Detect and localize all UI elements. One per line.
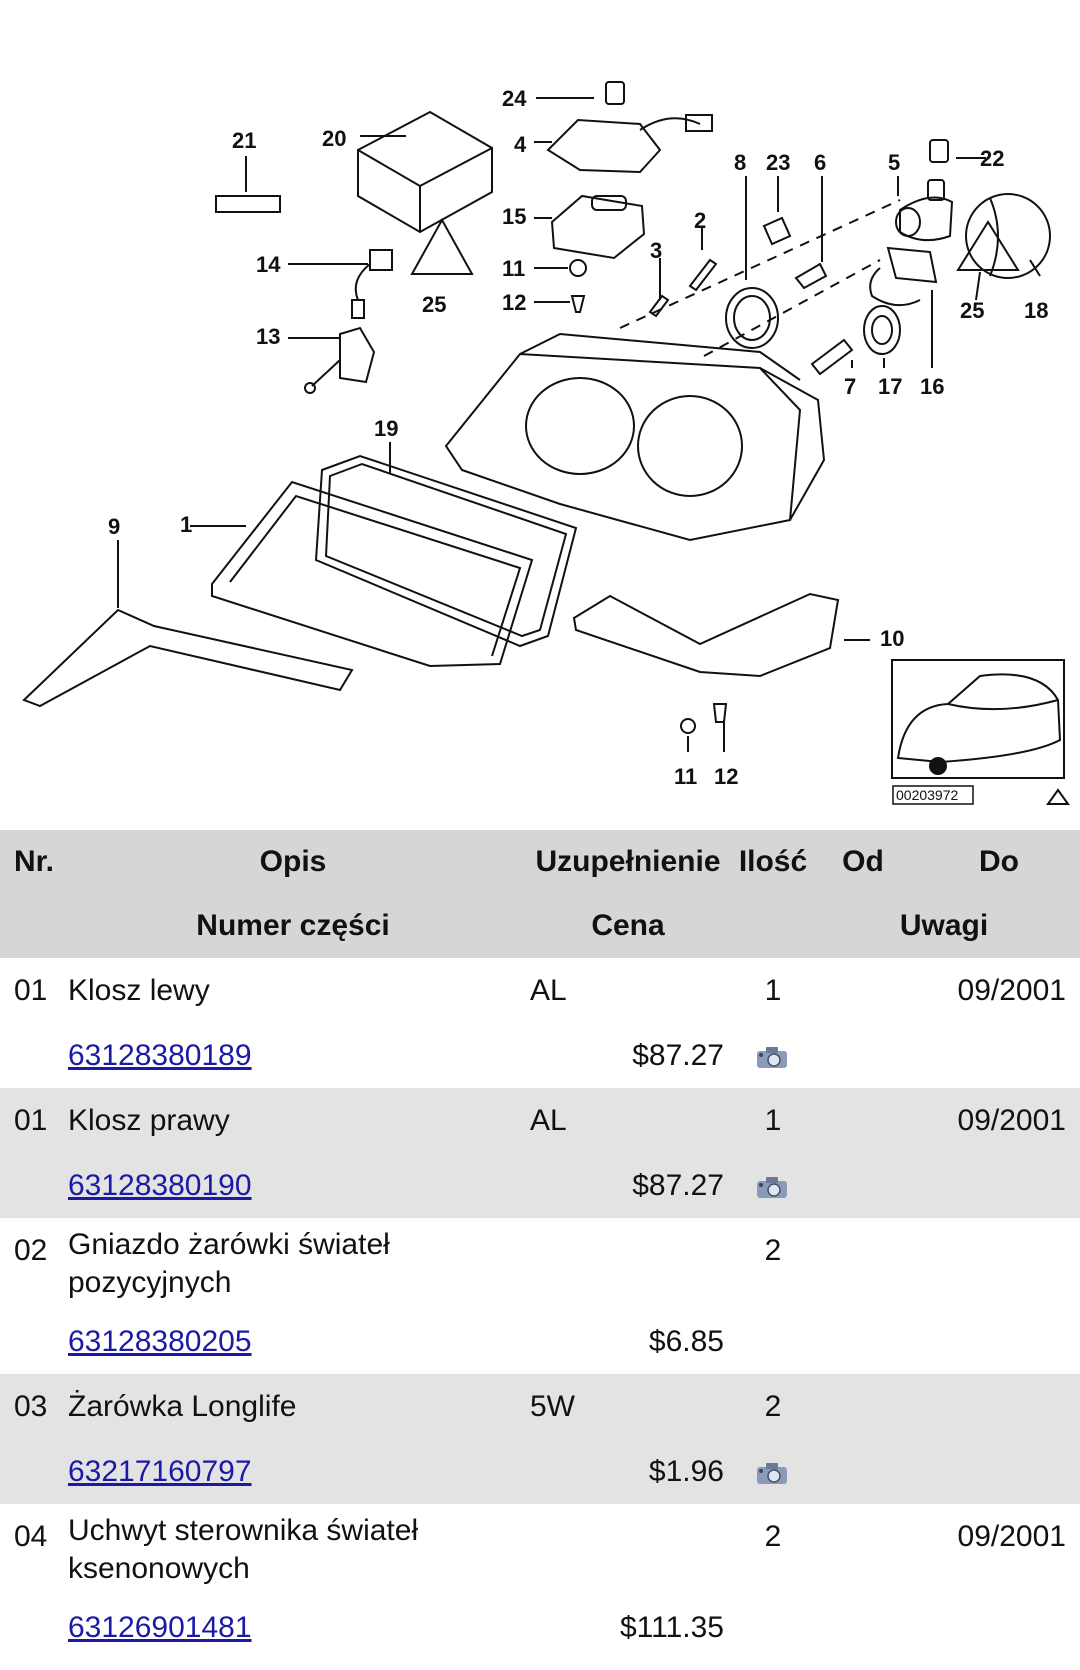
callout-20: 20 <box>322 126 346 151</box>
row-nr: 02 <box>0 1218 68 1310</box>
callout-15: 15 <box>502 204 526 229</box>
part-21-shape <box>215 195 281 213</box>
row-supplement <box>518 1218 738 1310</box>
callout-25b: 25 <box>960 298 984 323</box>
table-row-detail: 63128380190 $87.27 <box>0 1154 1080 1218</box>
row-to-date: 09/2001 <box>918 958 1080 1024</box>
row-description: Klosz lewy <box>68 958 518 1024</box>
part-20-shape <box>357 110 493 234</box>
row-description: Gniazdo żarówki świateł pozycyjnych <box>68 1218 518 1310</box>
callout-7: 7 <box>844 374 856 399</box>
table-row: 04 Uchwyt sterownika świateł ksenonowych… <box>0 1504 1080 1596</box>
row-quantity: 1 <box>738 1088 808 1154</box>
col-opis-header: Opis <box>68 830 518 894</box>
table-row-detail: 63128380189 $87.27 <box>0 1024 1080 1088</box>
callout-23: 23 <box>766 150 790 175</box>
row-quantity: 2 <box>738 1218 808 1310</box>
callout-12b: 12 <box>714 764 738 789</box>
exploded-headlight-drawing: 00203972 24 20 21 4 8 23 6 5 22 15 2 14 … <box>22 81 1070 805</box>
row-description: Uchwyt sterownika świateł ksenonowych <box>68 1504 518 1596</box>
row-price: $111.35 <box>518 1596 738 1660</box>
callout-18: 18 <box>1024 298 1048 323</box>
part-number-link[interactable]: 63217160797 <box>68 1455 252 1488</box>
row-to-date: 09/2001 <box>918 1504 1080 1596</box>
row-nr: 01 <box>0 958 68 1024</box>
part-number-link[interactable]: 63128380189 <box>68 1039 252 1072</box>
table-row-detail: 63126901481 $111.35 <box>0 1596 1080 1660</box>
parts-diagram: 00203972 24 20 21 4 8 23 6 5 22 15 2 14 … <box>0 0 1080 830</box>
callout-3: 3 <box>650 238 662 263</box>
row-description: Żarówka Longlife <box>68 1374 518 1440</box>
table-row: 01 Klosz lewy AL 1 09/2001 <box>0 958 1080 1024</box>
callout-17: 17 <box>878 374 902 399</box>
camera-icon[interactable] <box>755 1174 791 1200</box>
vehicle-inset-frame <box>891 659 1065 779</box>
callout-4: 4 <box>514 132 527 157</box>
row-to-date: 09/2001 <box>918 1088 1080 1154</box>
table-row: 02 Gniazdo żarówki świateł pozycyjnych 2 <box>0 1218 1080 1310</box>
row-quantity: 1 <box>738 958 808 1024</box>
table-header-row-2: Numer części Cena Uwagi <box>0 894 1080 958</box>
callout-25: 25 <box>422 292 446 317</box>
row-price: $6.85 <box>518 1310 738 1374</box>
callout-19: 19 <box>374 416 398 441</box>
row-price: $1.96 <box>518 1440 738 1504</box>
row-supplement: AL <box>518 1088 738 1154</box>
callout-1: 1 <box>180 512 192 537</box>
part-number-link[interactable]: 63128380190 <box>68 1169 252 1202</box>
table-row-detail: 63128380205 $6.85 <box>0 1310 1080 1374</box>
callout-24: 24 <box>502 86 527 111</box>
row-quantity: 2 <box>738 1374 808 1440</box>
callout-10: 10 <box>880 626 904 651</box>
row-supplement <box>518 1504 738 1596</box>
callout-16: 16 <box>920 374 944 399</box>
row-nr: 03 <box>0 1374 68 1440</box>
col-cena-header: Cena <box>518 894 738 958</box>
row-supplement: 5W <box>518 1374 738 1440</box>
table-row: 01 Klosz prawy AL 1 09/2001 <box>0 1088 1080 1154</box>
callout-14: 14 <box>256 252 281 277</box>
row-description: Klosz prawy <box>68 1088 518 1154</box>
row-nr: 04 <box>0 1504 68 1596</box>
table-header-row-1: Nr. Opis Uzupełnienie Ilość Od Do <box>0 830 1080 894</box>
callout-8: 8 <box>734 150 746 175</box>
row-quantity: 2 <box>738 1504 808 1596</box>
col-numer-czesci-header: Numer części <box>68 894 518 958</box>
col-do-header: Do <box>918 830 1080 894</box>
callout-11: 11 <box>502 256 525 281</box>
camera-icon[interactable] <box>755 1460 791 1486</box>
table-row: 03 Żarówka Longlife 5W 2 <box>0 1374 1080 1440</box>
col-nr-header: Nr. <box>0 830 68 894</box>
headlight-position-marker <box>929 757 947 775</box>
reference-code-box <box>892 785 974 805</box>
callout-9: 9 <box>108 514 120 539</box>
row-to-date <box>918 1218 1080 1310</box>
parts-table: Nr. Opis Uzupełnienie Ilość Od Do Numer … <box>0 830 1080 1660</box>
col-ilosc-header: Ilość <box>738 830 808 894</box>
row-to-date <box>918 1374 1080 1440</box>
callout-2: 2 <box>694 208 706 233</box>
callout-11b: 11 <box>674 764 697 789</box>
callout-22: 22 <box>980 146 1004 171</box>
col-od-header: Od <box>808 830 918 894</box>
callout-12: 12 <box>502 290 526 315</box>
row-price: $87.27 <box>518 1154 738 1218</box>
table-row-detail: 63217160797 $1.96 <box>0 1440 1080 1504</box>
callout-13: 13 <box>256 324 280 349</box>
reference-code: 00203972 <box>896 787 959 803</box>
callout-21: 21 <box>232 128 256 153</box>
part-number-link[interactable]: 63128380205 <box>68 1325 252 1358</box>
col-uzupelnienie-header: Uzupełnienie <box>518 830 738 894</box>
part-number-link[interactable]: 63126901481 <box>68 1611 252 1644</box>
col-uwagi-header: Uwagi <box>808 894 1080 958</box>
row-price: $87.27 <box>518 1024 738 1088</box>
row-supplement: AL <box>518 958 738 1024</box>
camera-icon[interactable] <box>755 1044 791 1070</box>
callout-5: 5 <box>888 150 900 175</box>
row-nr: 01 <box>0 1088 68 1154</box>
callout-6: 6 <box>814 150 826 175</box>
